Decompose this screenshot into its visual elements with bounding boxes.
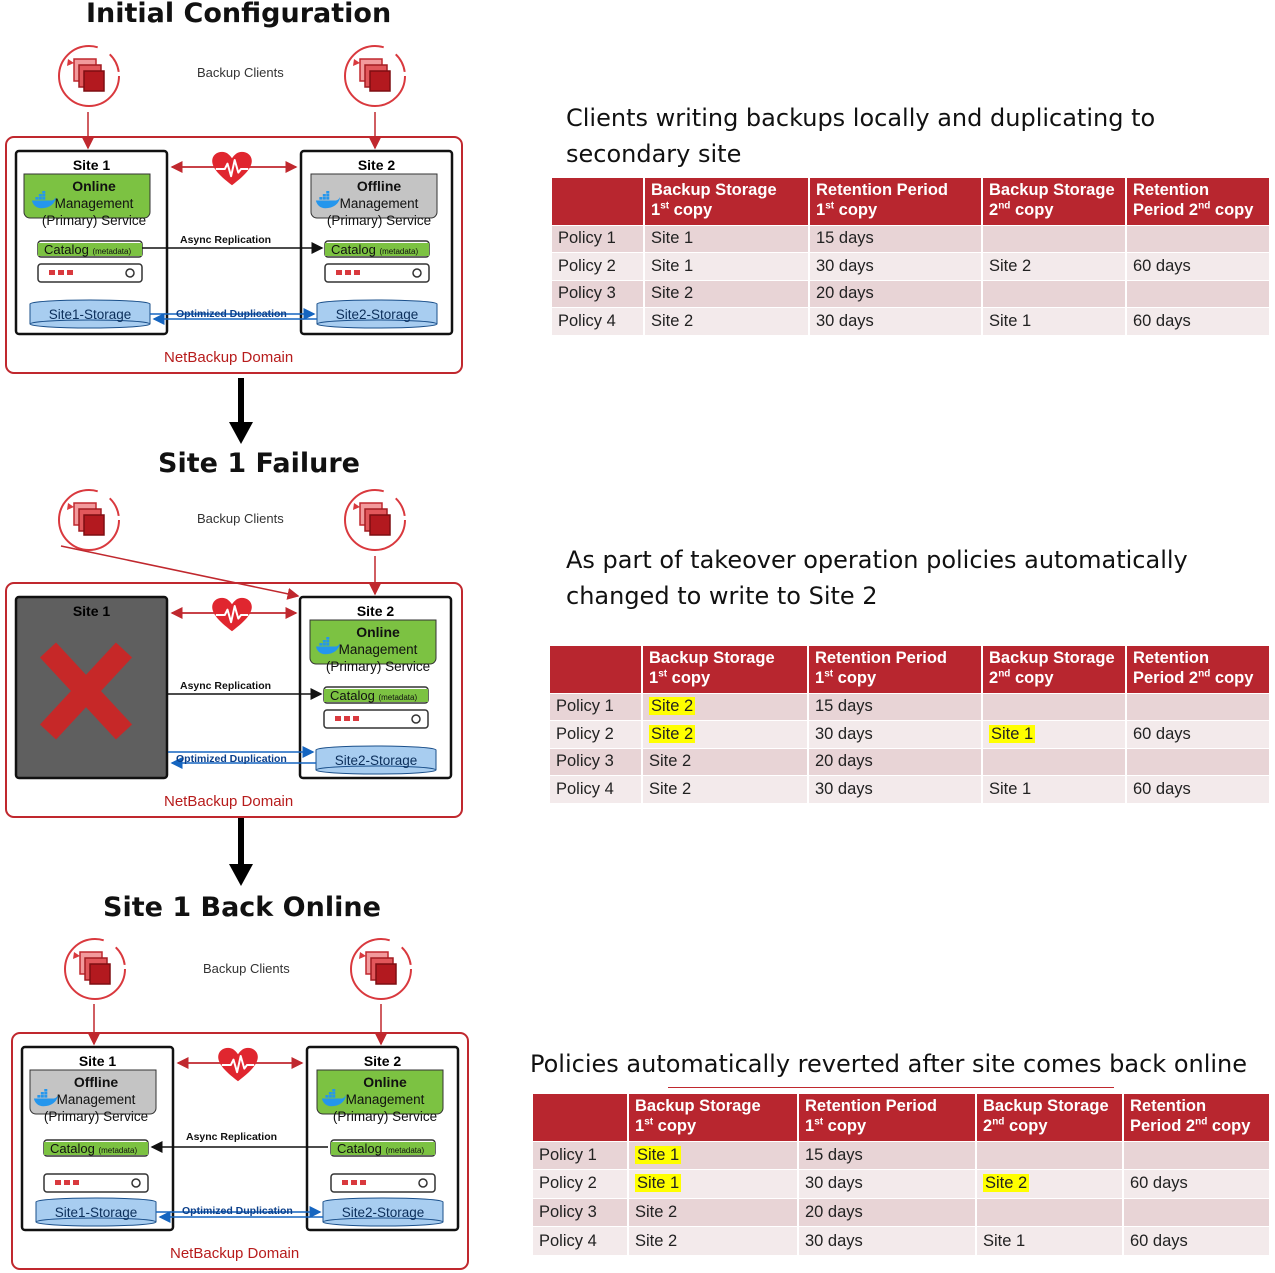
- site2-storage: Site2-Storage: [335, 307, 419, 322]
- async-replication-label: Async Replication: [180, 680, 272, 692]
- highlighted-cell: Site 1: [989, 724, 1036, 743]
- table-header-blank: [552, 178, 645, 225]
- site1-name: Site 1: [72, 603, 111, 619]
- heartbeat-icon: [211, 151, 253, 187]
- backup-clients-label: Backup Clients: [197, 511, 284, 526]
- backup-client-icon: [344, 489, 406, 551]
- section-title: Site 1 Failure: [158, 448, 360, 479]
- backup-client-icon: [64, 938, 126, 1000]
- site2-catalog: Catalog (metadata): [337, 1141, 425, 1156]
- table-header-blank: [533, 1094, 629, 1141]
- section-caption: Policies automatically reverted after si…: [530, 1050, 1248, 1078]
- section-caption: As part of takeover operation policies a…: [566, 546, 1188, 610]
- site1-catalog: Catalog (metadata): [44, 242, 132, 257]
- section-title: Initial Configuration: [86, 0, 392, 29]
- optimized-duplication-label: Optimized Duplication: [182, 1205, 293, 1217]
- site2-name: Site 2: [357, 157, 396, 173]
- site2-storage: Site2-Storage: [334, 753, 418, 768]
- site2-name: Site 2: [363, 1053, 402, 1069]
- site2-catalog: Catalog (metadata): [331, 242, 419, 257]
- backup-client-icon: [58, 489, 120, 551]
- highlighted-cell: Site 1: [635, 1145, 682, 1164]
- backup-client-icon: [58, 45, 120, 107]
- highlighted-cell: Site 1: [635, 1174, 682, 1193]
- site2-name: Site 2: [356, 603, 395, 619]
- async-replication-label: Async Replication: [180, 234, 272, 246]
- down-arrow-icon: [229, 818, 253, 886]
- table-header-blank: [550, 646, 643, 693]
- netbackup-domain-label: NetBackup Domain: [164, 349, 294, 366]
- site1-storage: Site1-Storage: [48, 307, 132, 322]
- optimized-duplication-label: Optimized Duplication: [176, 753, 287, 765]
- site2-catalog: Catalog (metadata): [330, 688, 418, 703]
- section-title: Site 1 Back Online: [103, 892, 381, 923]
- highlighted-cell: Site 2: [983, 1174, 1030, 1193]
- heartbeat-icon: [211, 597, 253, 633]
- backup-client-icon: [350, 938, 412, 1000]
- netbackup-domain-label: NetBackup Domain: [170, 1245, 300, 1262]
- heartbeat-icon: [217, 1047, 259, 1083]
- site1-name: Site 1: [72, 157, 111, 173]
- site1-name: Site 1: [78, 1053, 117, 1069]
- netbackup-domain-label: NetBackup Domain: [164, 793, 294, 810]
- down-arrow-icon: [229, 378, 253, 444]
- highlighted-cell: Site 2: [649, 697, 696, 716]
- backup-client-icon: [344, 45, 406, 107]
- backup-clients-label: Backup Clients: [203, 961, 290, 976]
- backup-clients-label: Backup Clients: [197, 65, 284, 80]
- site1-storage: Site1-Storage: [54, 1205, 138, 1220]
- highlighted-cell: Site 2: [649, 724, 696, 743]
- section-caption: Clients writing backups locally and dupl…: [566, 104, 1156, 168]
- divider: [668, 1087, 1114, 1088]
- async-replication-label: Async Replication: [186, 1131, 278, 1143]
- optimized-duplication-label: Optimized Duplication: [176, 308, 287, 320]
- site2-storage: Site2-Storage: [341, 1205, 425, 1220]
- site1-catalog: Catalog (metadata): [50, 1141, 138, 1156]
